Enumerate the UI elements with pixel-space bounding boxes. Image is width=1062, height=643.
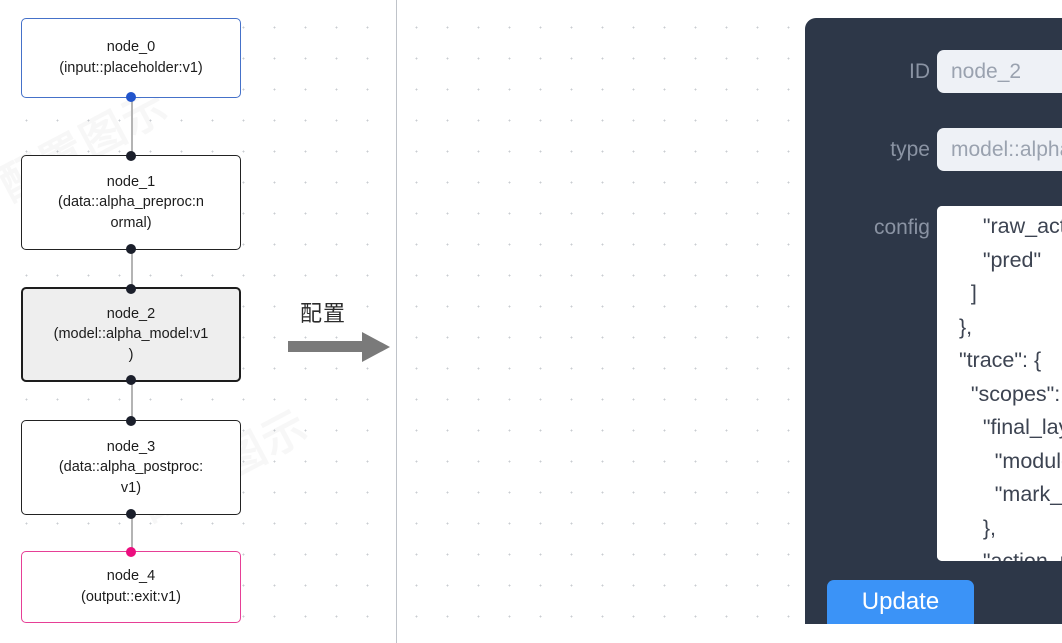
edge-node3-node4 — [131, 510, 133, 556]
graph-node-label: node_0 (input::placeholder:v1) — [59, 39, 203, 76]
node-handle-top[interactable] — [126, 547, 136, 557]
annotation-label: 配置 — [300, 302, 347, 327]
graph-node-label: node_4 (output::exit:v1) — [81, 568, 181, 605]
graph-node-label: node_2 (model::alpha_model:v1 ) — [53, 305, 209, 363]
edge-node0-node1 — [131, 93, 133, 160]
type-label: type — [890, 138, 930, 161]
graph-node-node_2[interactable]: node_2 (model::alpha_model:v1 ) — [21, 284, 241, 385]
node-handle-top[interactable] — [126, 416, 136, 426]
node-handle-top[interactable] — [126, 284, 136, 294]
field-row-id: ID — [805, 50, 1062, 93]
graph-node-label: node_1 (data::alpha_preproc:n ormal) — [58, 173, 204, 231]
graph-node-node_3[interactable]: node_3 (data::alpha_postproc: v1) — [21, 416, 241, 519]
field-row-config: config "raw_action", "pred" ] }, "trace"… — [805, 206, 1062, 561]
node-handle-top[interactable] — [126, 151, 136, 161]
config-textarea[interactable]: "raw_action", "pred" ] }, "trace": { "sc… — [937, 206, 1062, 561]
config-label: config — [873, 216, 930, 239]
graph-node-label: node_3 (data::alpha_postproc: v1) — [58, 438, 204, 496]
node-config-panel: ID type config "raw_action", "pred" ] },… — [805, 18, 1062, 624]
edge-node2-node3 — [131, 377, 133, 425]
graph-canvas[interactable]: 配置图示 配置图示 node_0 (input::placeholder:v1)… — [0, 0, 396, 643]
inspector-canvas: ID type config "raw_action", "pred" ] },… — [397, 0, 1062, 643]
right-arrow-icon — [288, 332, 390, 362]
graph-node-node_0[interactable]: node_0 (input::placeholder:v1) — [21, 18, 241, 102]
node-handle-bottom[interactable] — [126, 375, 136, 385]
update-button[interactable]: Update — [827, 580, 974, 624]
config-annotation: 配置 — [288, 296, 396, 366]
config-editor[interactable]: "raw_action", "pred" ] }, "trace": { "sc… — [937, 206, 1062, 561]
type-input[interactable] — [937, 128, 1062, 171]
edge-node1-node2 — [131, 245, 133, 292]
graph-node-node_4[interactable]: node_4 (output::exit:v1) — [21, 547, 241, 623]
id-label: ID — [909, 60, 930, 83]
graph-node-node_1[interactable]: node_1 (data::alpha_preproc:n ormal) — [21, 151, 241, 254]
panel-divider — [396, 0, 397, 643]
node-handle-bottom[interactable] — [126, 244, 136, 254]
node-handle-bottom[interactable] — [126, 92, 136, 102]
node-handle-bottom[interactable] — [126, 509, 136, 519]
field-row-type: type — [805, 128, 1062, 171]
id-input[interactable] — [937, 50, 1062, 93]
